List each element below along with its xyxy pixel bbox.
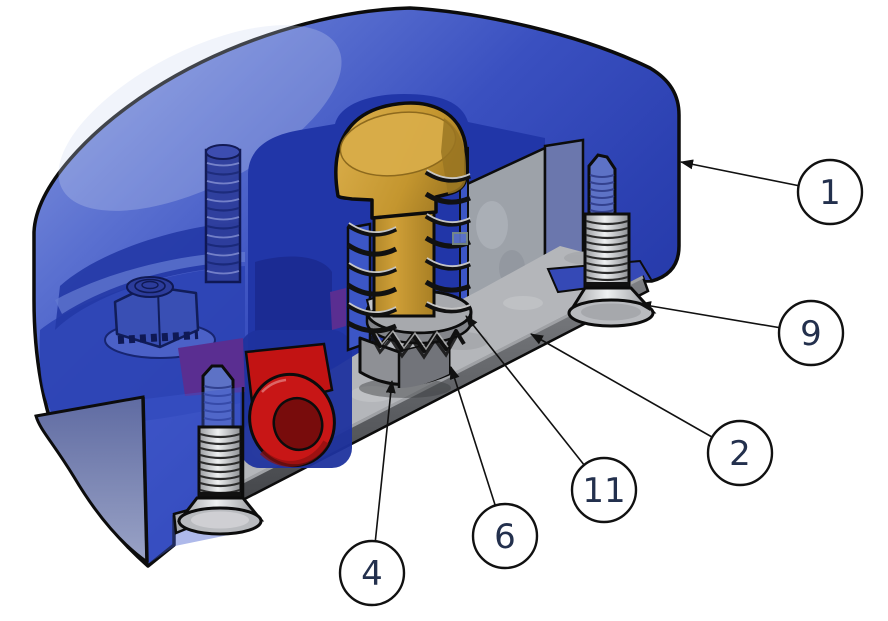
stud-lock-washer [117, 331, 199, 344]
housing-cut-face [34, 395, 149, 565]
diaphragm-fragment-right [330, 288, 346, 330]
balloon-circle [706, 419, 774, 487]
callout-balloon-1: 1 [796, 158, 864, 226]
callout-balloon-4: 4 [338, 539, 406, 607]
balloon-circle [777, 299, 845, 367]
balloon-circle [471, 502, 539, 570]
balloon-number: 4 [361, 554, 383, 594]
right-countersunk-screw [567, 212, 657, 328]
balloon-circle [796, 158, 864, 226]
lock-washer [369, 327, 466, 360]
stud-thread-lines [206, 162, 240, 275]
balloon-circle [338, 539, 406, 607]
plunger [334, 101, 468, 318]
callout-balloon-11: 11 [570, 456, 638, 524]
balloon-number: 6 [494, 517, 516, 557]
seal-grommet [244, 342, 336, 468]
right-screw-hidden-thread [587, 153, 617, 220]
stud [204, 144, 242, 284]
balloon-number: 11 [582, 471, 625, 511]
callout-balloon-2: 2 [706, 419, 774, 487]
plunger-stem [372, 198, 436, 318]
plunger-springs [346, 169, 472, 334]
balloon-circle [570, 456, 638, 524]
balloon-number: 2 [729, 434, 751, 474]
balloon-number: 1 [819, 173, 841, 213]
callout-balloon-9: 9 [777, 299, 845, 367]
leader-line-11 [465, 315, 605, 491]
balloon-number: 9 [800, 314, 822, 354]
callouts-layer: 1 9 2 11 6 4 [338, 158, 864, 607]
leader-line-2 [530, 333, 741, 454]
stud-thread-shadow-lines [206, 170, 240, 266]
left-countersunk-screw [176, 425, 265, 536]
vertex-marker [452, 232, 468, 245]
left-screw-thread-lines [199, 432, 241, 495]
right-screw-thread-lines [585, 219, 629, 282]
dome-highlight [58, 25, 342, 211]
callout-balloon-6: 6 [471, 502, 539, 570]
